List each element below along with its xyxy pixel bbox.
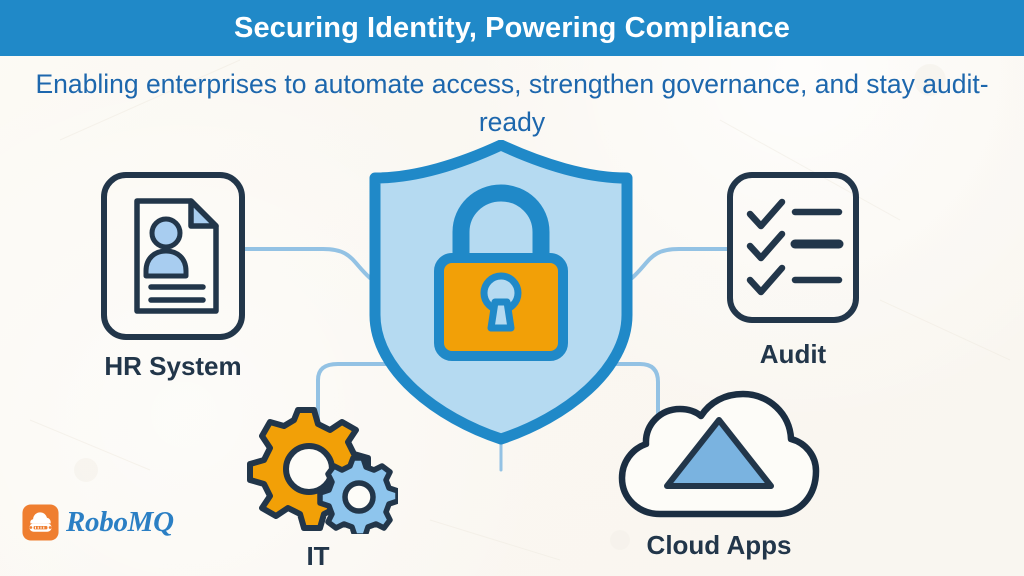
gears-icon (247, 407, 401, 539)
node-label-audit: Audit (759, 339, 827, 369)
lock-shackle (452, 184, 550, 262)
node-cloud-apps: Cloud Apps (612, 390, 826, 561)
node-label-cloud-apps: Cloud Apps (646, 530, 792, 560)
cloud-triangle-icon (618, 390, 820, 518)
robomq-wordmark: RoboMQ (66, 506, 174, 538)
gear-small-icon (317, 455, 401, 539)
subtitle-text: Enabling enterprises to automate access,… (35, 69, 989, 137)
document-person-icon (101, 172, 245, 340)
page-title: Securing Identity, Powering Compliance (234, 11, 790, 44)
node-it: IT (238, 404, 401, 572)
node-label-it: IT (306, 541, 330, 571)
header-band: Securing Identity, Powering Compliance (0, 0, 1024, 56)
node-hr-system: HR System (73, 170, 273, 382)
node-label-hr-system: HR System (104, 351, 242, 381)
robomq-logo[interactable]: RoboMQ (22, 504, 174, 541)
robomq-cloud-mark-icon (22, 504, 59, 541)
node-audit: Audit (707, 170, 879, 370)
central-shield-lock (365, 139, 637, 445)
checklist-icon (727, 172, 859, 323)
lock-keyhole (480, 272, 522, 332)
